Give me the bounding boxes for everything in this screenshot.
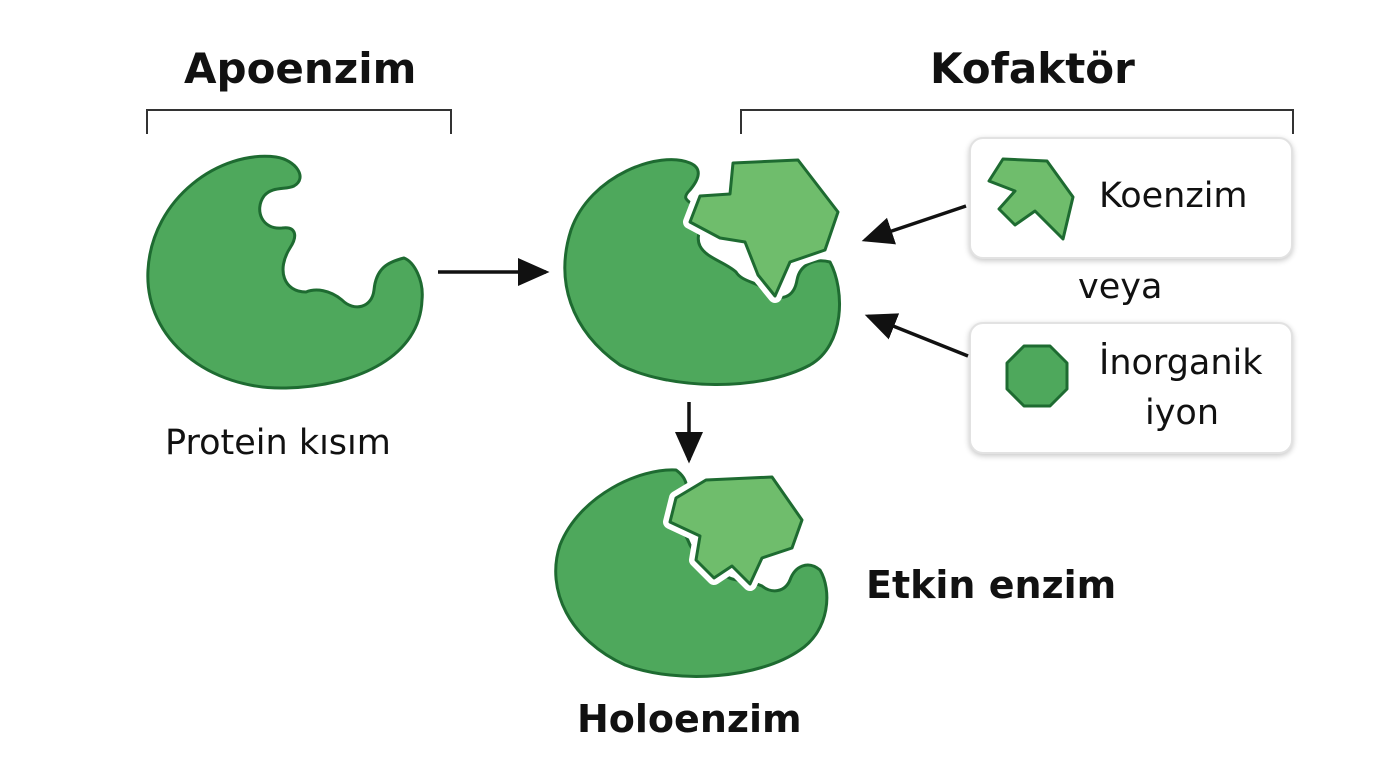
koenzim-label: Koenzim xyxy=(1099,176,1248,216)
apoenzim-heading: Apoenzim xyxy=(184,44,417,93)
holoenzim-label: Holoenzim xyxy=(577,697,802,741)
inorganik-label-line1: İnorganik xyxy=(1099,343,1263,383)
inorganik-label-line2: iyon xyxy=(1145,393,1220,433)
arrow-inorganik-to-complex xyxy=(864,313,969,358)
veya-label: veya xyxy=(1078,267,1163,307)
kofaktor-bracket xyxy=(740,109,1294,134)
inorganik-iyon-icon xyxy=(1005,344,1069,408)
kofaktor-heading: Kofaktör xyxy=(930,44,1135,93)
koenzim-icon xyxy=(987,157,1075,241)
arrow-koenzim-to-complex xyxy=(861,204,967,245)
holoenzyme-cofactor xyxy=(668,475,804,586)
apoenzim-bracket xyxy=(146,109,452,134)
apoenzyme-shape xyxy=(146,154,424,390)
inorganik-iyon-box: İnorganik iyon xyxy=(969,322,1293,454)
holoenzyme-enzyme xyxy=(554,468,829,678)
etkin-enzim-label: Etkin enzim xyxy=(866,563,1117,607)
koenzim-in-complex xyxy=(688,158,840,298)
protein-kisim-label: Protein kısım xyxy=(165,423,391,463)
koenzim-box: Koenzim xyxy=(969,137,1293,259)
